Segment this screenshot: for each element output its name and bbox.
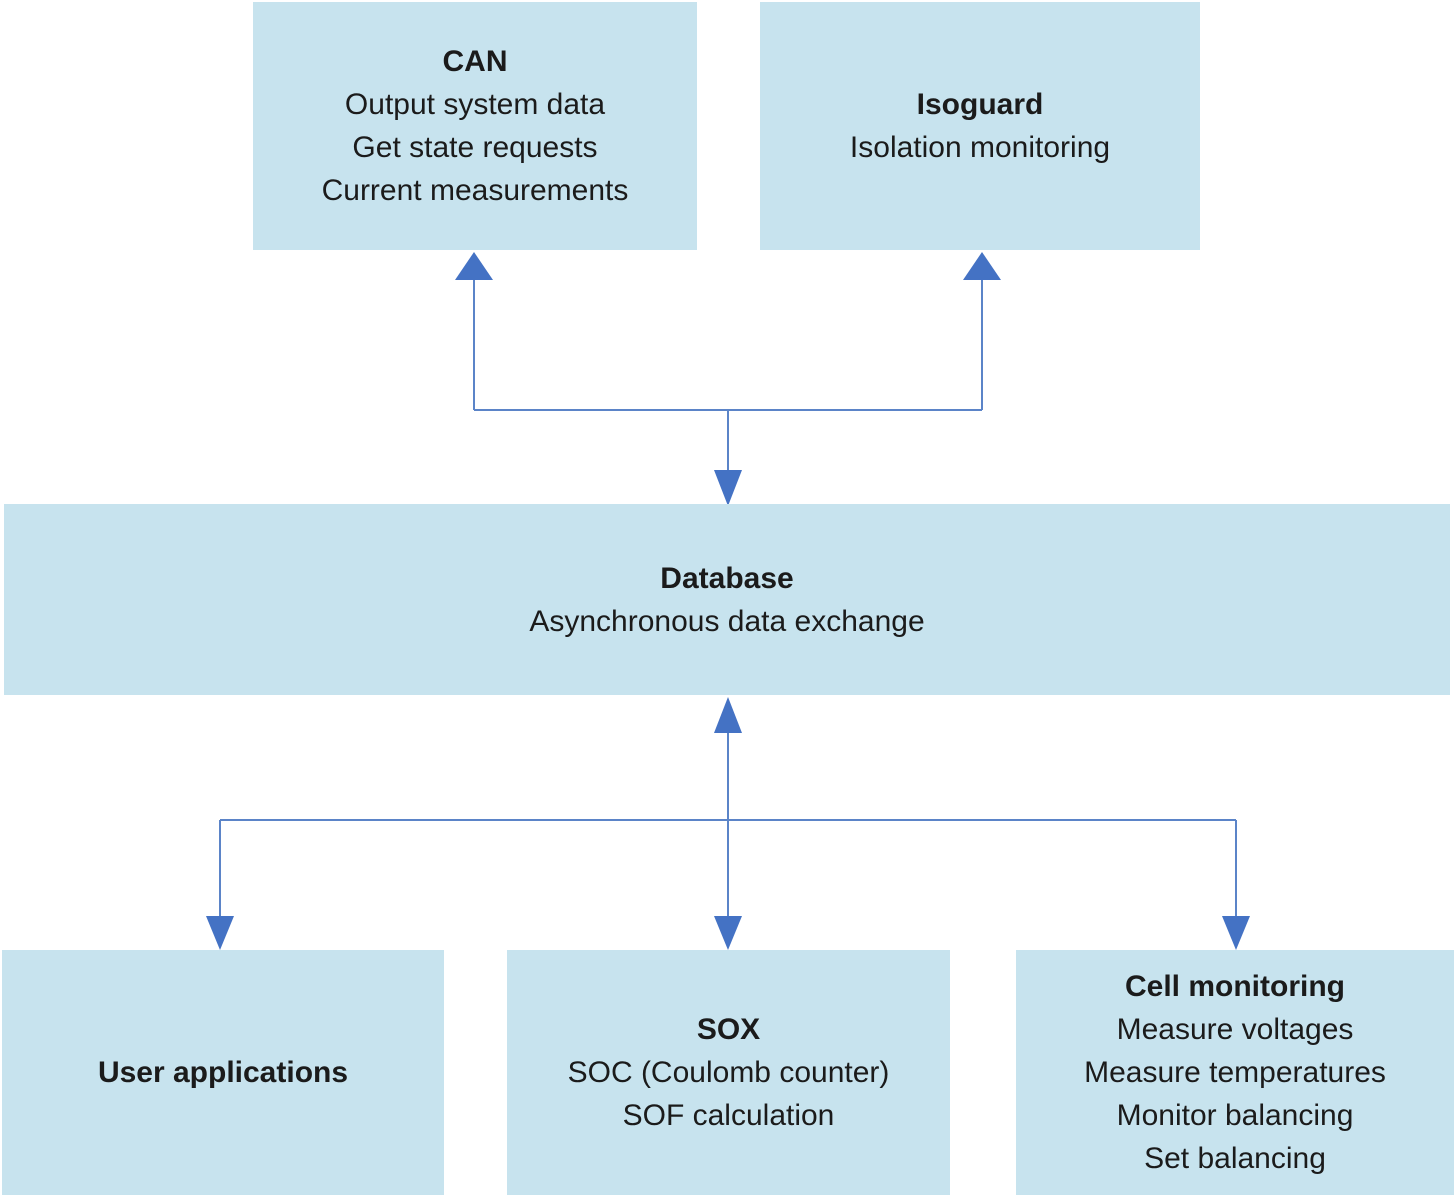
arrow-up-to-isoguard xyxy=(963,252,1001,410)
box-can: CAN Output system data Get state request… xyxy=(253,2,697,250)
box-user-applications-title: User applications xyxy=(97,1056,349,1089)
box-can-line: Current measurements xyxy=(321,174,629,207)
box-isoguard-line: Isolation monitoring xyxy=(849,131,1111,164)
box-cell-monitoring-line: Measure temperatures xyxy=(1084,1056,1386,1089)
box-sox-line: SOF calculation xyxy=(622,1099,835,1132)
box-sox-title: SOX xyxy=(696,1013,761,1046)
arrow-up-to-can xyxy=(455,252,493,410)
box-cell-monitoring-line: Set balancing xyxy=(1144,1142,1326,1175)
arrow-down-to-database xyxy=(714,410,742,506)
box-cell-monitoring-line: Monitor balancing xyxy=(1116,1099,1354,1132)
arrow-down-to-sox xyxy=(714,916,742,950)
arrow-up-to-database xyxy=(714,697,742,918)
box-user-applications: User applications xyxy=(2,950,444,1195)
box-database-title: Database xyxy=(660,561,794,595)
box-isoguard-title: Isoguard xyxy=(916,88,1044,121)
arrow-down-to-user-applications xyxy=(206,820,234,950)
box-can-line: Get state requests xyxy=(352,131,598,164)
box-isoguard: Isoguard Isolation monitoring xyxy=(760,2,1200,250)
box-database: Database Asynchronous data exchange xyxy=(4,504,1450,695)
box-database-line: Asynchronous data exchange xyxy=(529,604,925,638)
box-can-line: Output system data xyxy=(344,88,606,121)
box-sox-line: SOC (Coulomb counter) xyxy=(567,1056,890,1089)
box-cell-monitoring: Cell monitoring Measure voltages Measure… xyxy=(1016,950,1454,1195)
arrow-down-to-cell-monitoring xyxy=(1222,820,1250,950)
box-can-title: CAN xyxy=(442,45,508,78)
box-cell-monitoring-line: Measure voltages xyxy=(1116,1013,1354,1046)
box-cell-monitoring-title: Cell monitoring xyxy=(1125,970,1345,1003)
box-sox: SOX SOC (Coulomb counter) SOF calculatio… xyxy=(507,950,950,1195)
